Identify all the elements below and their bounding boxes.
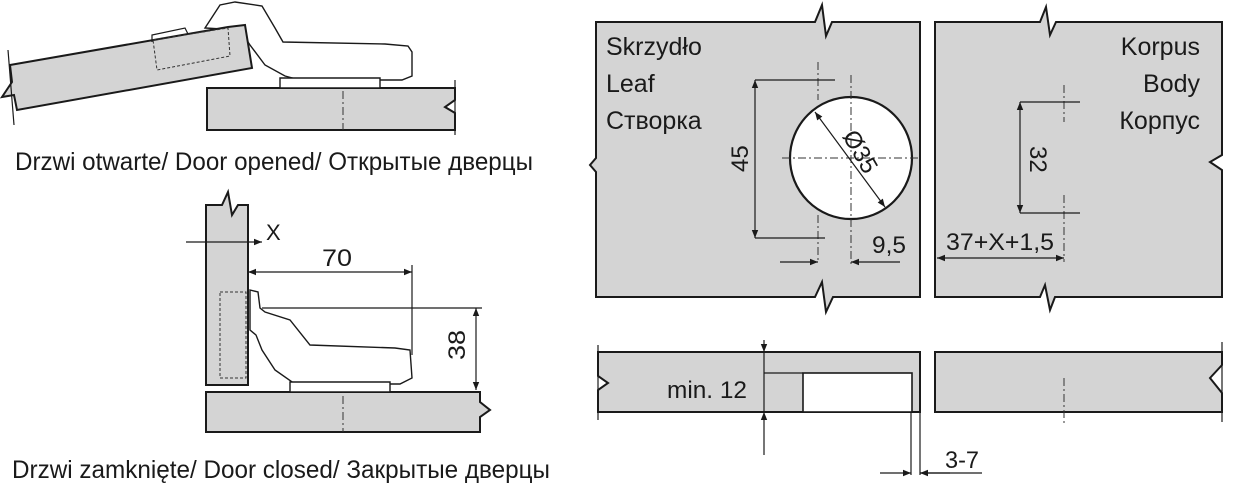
leaf-label-pl: Skrzydło xyxy=(606,33,702,61)
leaf-label-ru: Створка xyxy=(606,107,702,135)
open-door-panel xyxy=(0,23,254,112)
caption-door-closed: Drzwi zamknięte/ Door closed/ Закрытые д… xyxy=(12,456,550,484)
dim-min-thickness: min. 12 xyxy=(667,377,747,404)
caption-door-opened: Drzwi otwarte/ Door opened/ Открытые две… xyxy=(15,148,533,176)
section-view: min. 12 3-7 xyxy=(597,340,1223,477)
body-section xyxy=(934,351,1223,413)
hinge-arm xyxy=(249,289,413,385)
dim-gap-x: X xyxy=(266,220,281,245)
dim-plate-spacing: 32 xyxy=(1024,146,1051,173)
dim-height: 38 xyxy=(444,330,471,360)
dim-edge-distance: 9,5 xyxy=(872,232,906,259)
dim-plate-offset: 37+X+1,5 xyxy=(946,229,1054,256)
body-label-pl: Korpus xyxy=(1121,33,1200,61)
dim-cup-offset: 70 xyxy=(322,245,352,272)
base-panel xyxy=(205,391,492,433)
body-drilling-view: Korpus Body Корпус 32 37+X+1,5 xyxy=(934,3,1223,314)
dim-hole-spacing: 45 xyxy=(727,145,754,172)
mounting-plate xyxy=(279,77,381,89)
leaf-label-en: Leaf xyxy=(606,70,655,98)
dim-drill-gap: 3-7 xyxy=(945,447,979,474)
body-label-en: Body xyxy=(1143,70,1200,98)
hinge-arm xyxy=(203,1,413,81)
door-panel xyxy=(205,188,249,386)
cup-bore xyxy=(802,372,913,413)
mounting-plate xyxy=(289,381,391,393)
body-panel xyxy=(934,3,1223,314)
door-closed-view: X 70 38 Drzwi zamknięte/ Door closed/ За… xyxy=(12,188,550,484)
leaf-drilling-view: Skrzydło Leaf Створка 45 Ø35 9,5 xyxy=(588,1,921,316)
door-opened-view: Drzwi otwarte/ Door opened/ Открытые две… xyxy=(0,1,533,176)
body-label-ru: Корпус xyxy=(1119,107,1200,135)
base-panel xyxy=(206,87,456,131)
